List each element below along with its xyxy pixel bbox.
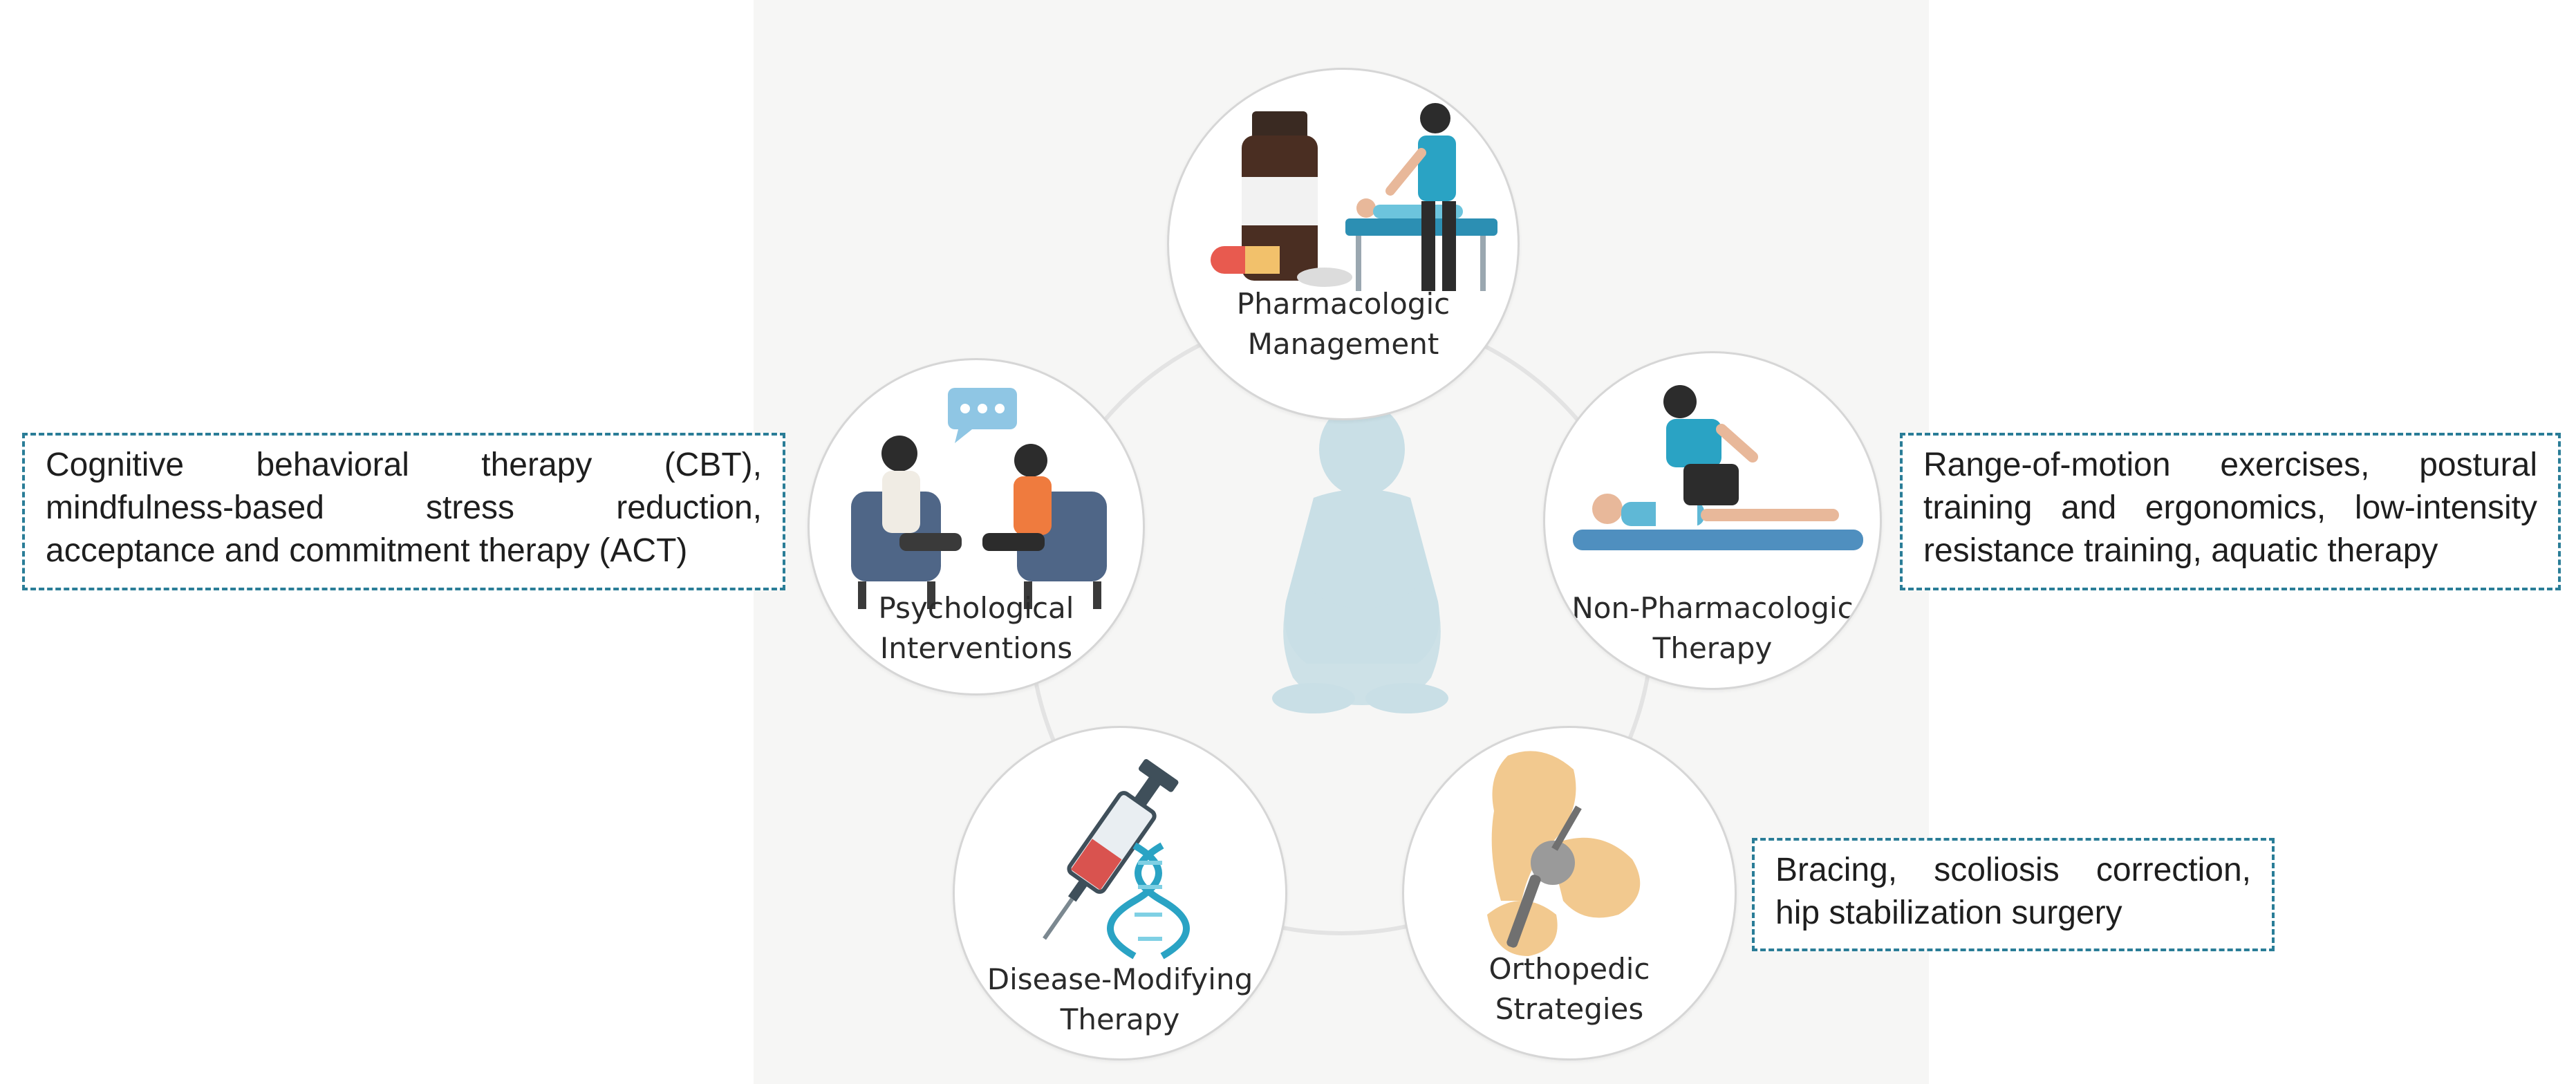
node-label: Orthopedic Strategies [1488,952,1650,1026]
node-label: Pharmacologic Management [1236,287,1450,361]
node-orthopedic-strategies: Orthopedic Strategies [1402,726,1737,1060]
node-non-pharmacologic-therapy: Non-Pharmacologic Therapy [1543,351,1882,690]
node-label: Disease-Modifying Therapy [987,962,1253,1036]
medication-bottle-and-therapist-icon [1211,103,1497,291]
physical-therapy-icon [1573,385,1863,550]
callout-non-pharmacologic: Range-of-motion exercises, postural trai… [1900,433,2561,590]
syringe-and-dna-icon [1043,759,1190,960]
node-pharmacologic-management: Pharmacologic Management [1167,68,1520,420]
node-disease-modifying-therapy: Disease-Modifying Therapy [953,726,1287,1060]
node-label: Non-Pharmacologic Therapy [1571,591,1854,665]
counseling-session-icon [851,388,1107,609]
callout-psychological: Cognitive behavioral therapy (CBT), mind… [22,433,785,590]
node-psychological-interventions: Psychological Interventions [808,358,1145,695]
seated-child-silhouette-icon [1272,402,1448,713]
hip-implant-icon [1487,751,1641,956]
callout-orthopedic: Bracing, scoliosis correction, hip stabi… [1752,838,2275,951]
node-label: Psychological Interventions [878,591,1074,665]
